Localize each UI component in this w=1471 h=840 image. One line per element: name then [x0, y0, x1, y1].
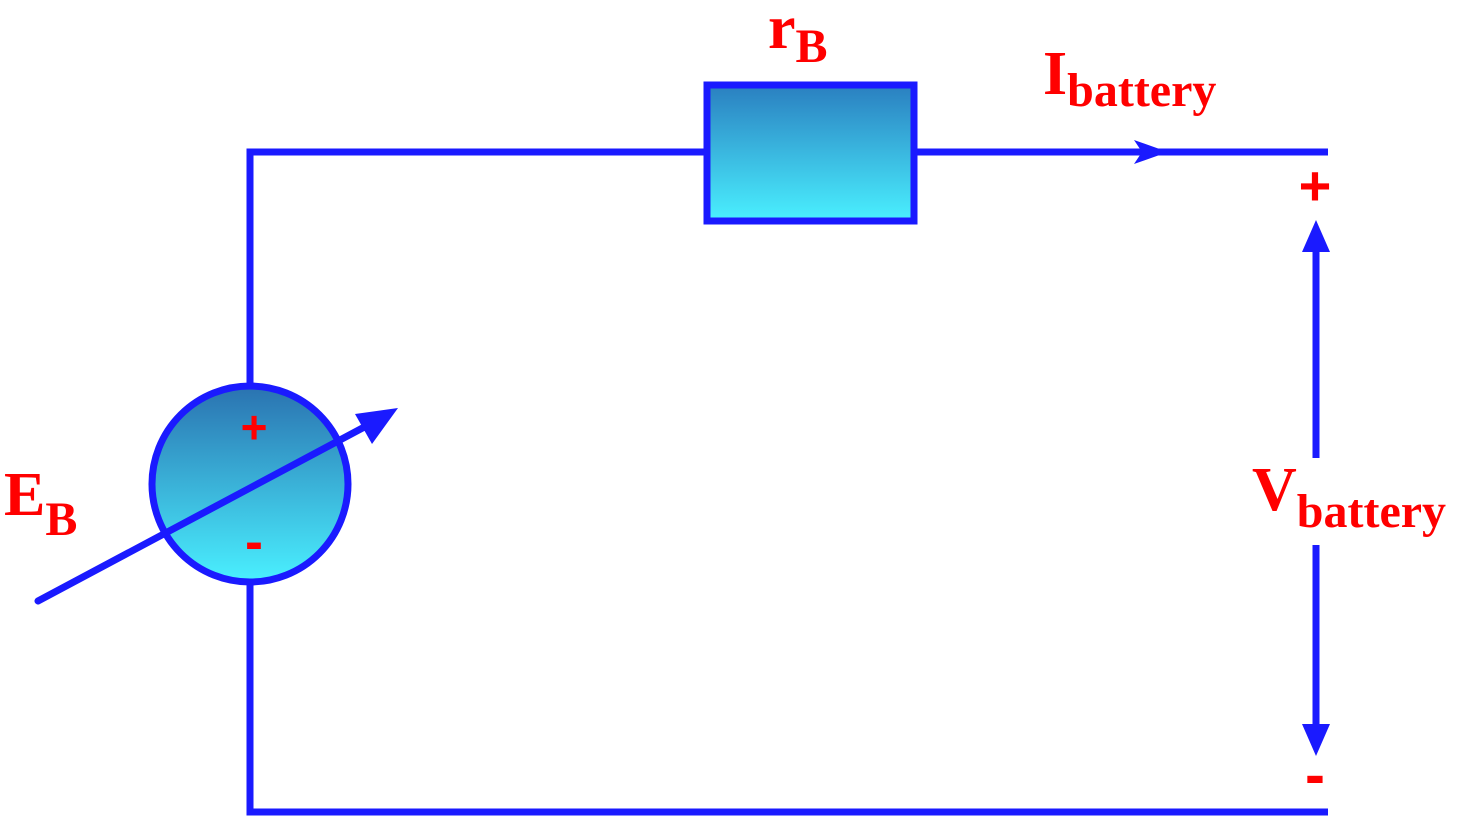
resistor-label-sub: B: [796, 20, 828, 73]
current-arrow-icon: [1134, 140, 1168, 164]
source-label-sub: B: [45, 493, 77, 546]
voltage-label-main: V: [1252, 456, 1297, 524]
source-minus-sign: -: [245, 512, 263, 572]
resistor-label: rB: [768, 0, 828, 73]
variable-arrow-icon: [355, 408, 398, 444]
source-label: EB: [4, 461, 77, 546]
resistor-label-main: r: [768, 0, 796, 62]
voltage-label-sub: battery: [1297, 485, 1446, 538]
voltage-arrow-down-icon: [1302, 724, 1330, 756]
source-label-main: E: [4, 461, 45, 529]
current-label: Ibattery: [1043, 40, 1216, 117]
voltage-label: Vbattery: [1252, 456, 1446, 538]
top-left-wire: [246, 148, 707, 386]
current-label-main: I: [1043, 40, 1067, 108]
bottom-wire: [246, 582, 1328, 816]
source-plus-sign: +: [241, 401, 268, 453]
voltage-source-circle: [148, 382, 352, 586]
voltage-arrow-up-icon: [1302, 220, 1330, 252]
variable-arrow-line: [34, 420, 374, 605]
terminal-plus-sign: +: [1299, 154, 1332, 217]
terminal-minus-sign: -: [1305, 741, 1325, 808]
internal-resistor: [703, 81, 918, 225]
current-label-sub: battery: [1067, 64, 1216, 117]
